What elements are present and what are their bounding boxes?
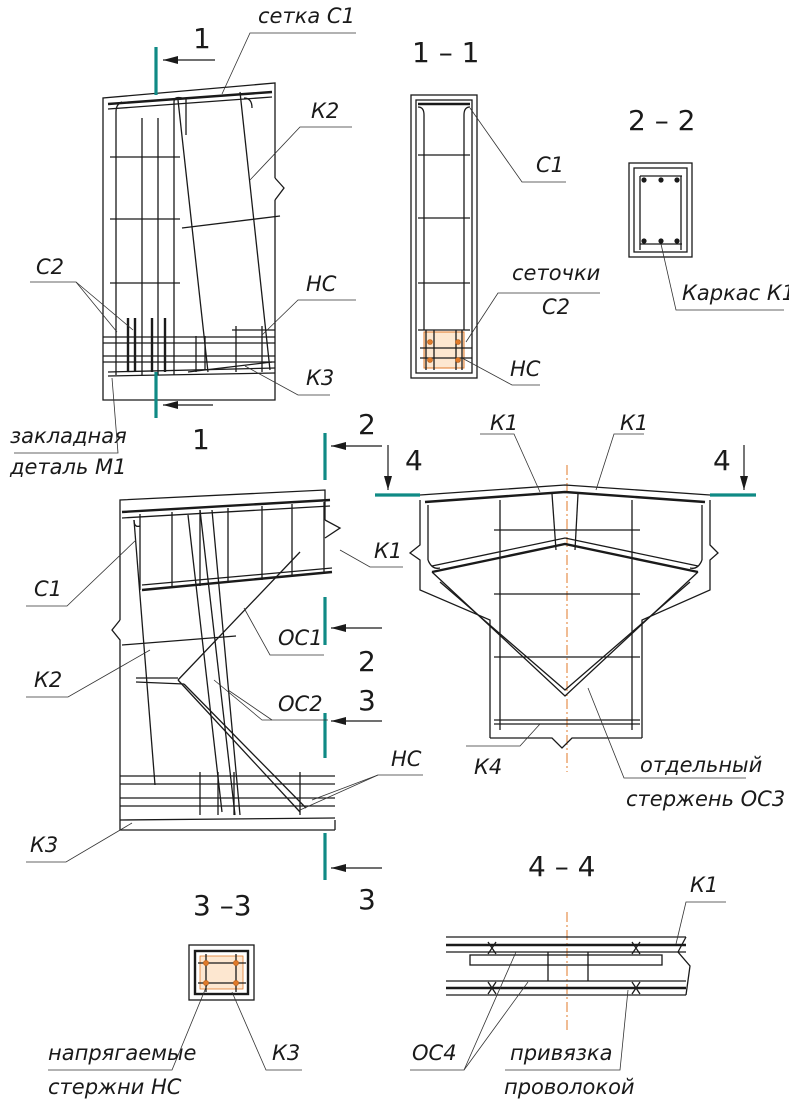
leaders-view-b — [26, 539, 423, 863]
section-title-2-2: 2 – 2 — [628, 104, 695, 137]
label-frame-k1: Каркас К1 — [682, 281, 789, 305]
label-oc1: ОС1 — [278, 626, 323, 650]
label-oc4: ОС4 — [412, 1041, 457, 1065]
cut-3-bottom: 3 — [323, 833, 382, 916]
label-k3-s33: К3 — [272, 1041, 300, 1065]
section-3-3-drawing — [188, 944, 255, 1001]
view-elevation-middle — [111, 489, 342, 831]
label-nc-top: НС — [306, 272, 337, 296]
label-c1-s11: С1 — [536, 153, 564, 177]
section-title-3-3: 3 –3 — [193, 889, 252, 922]
label-tie-line2: проволокой — [504, 1075, 635, 1099]
label-embedded-line1: закладная — [10, 424, 127, 448]
cut-3-top: 3 — [323, 684, 382, 758]
label-separate-line1: отдельный — [640, 753, 762, 777]
label-oc2: ОС2 — [278, 692, 323, 716]
label-k4: К4 — [474, 755, 502, 779]
label-k1-c-left: К1 — [490, 411, 518, 435]
cut-3-label-top: 3 — [358, 684, 376, 717]
label-tie-line1: привязка — [510, 1041, 612, 1065]
section-title-1-1: 1 – 1 — [412, 36, 479, 69]
section-4-4-drawing — [446, 912, 691, 1030]
label-k3-top: К3 — [306, 366, 334, 390]
cut-1-label-top: 1 — [193, 22, 211, 55]
label-stressed-line2: стержни НС — [48, 1075, 182, 1099]
label-k2-top: К2 — [311, 99, 339, 123]
section-title-4-4: 4 – 4 — [528, 850, 595, 883]
label-mesh-c1: сетка С1 — [258, 4, 355, 28]
label-c1-b: С1 — [34, 577, 62, 601]
cut-1-label-bottom: 1 — [192, 423, 210, 456]
cut-2-label-bottom: 2 — [358, 645, 376, 678]
label-c2-left: С2 — [36, 255, 64, 279]
section-1-1-drawing — [410, 94, 478, 379]
leaders-view-c — [466, 433, 746, 779]
view-elevation-top — [102, 82, 285, 401]
cut-4-label-right: 4 — [713, 444, 731, 477]
view-elevation-right — [408, 465, 719, 772]
leader-frame-k1 — [660, 243, 784, 311]
label-nc-b: НС — [391, 747, 422, 771]
cut-2-top: 2 — [323, 408, 382, 480]
cut-4: 4 4 — [375, 444, 756, 497]
cut-4-label-left: 4 — [405, 444, 423, 477]
label-separate-line2: стержень ОС3 — [626, 787, 785, 811]
label-stressed-line1: напрягаемые — [48, 1041, 196, 1065]
label-k1-b: К1 — [374, 539, 402, 563]
cut-2-bottom: 2 — [323, 597, 382, 678]
section-2-2-drawing — [628, 162, 693, 258]
label-meshes: сеточки — [512, 261, 600, 285]
leaders-view-a — [14, 32, 356, 454]
cut-2-label-top: 2 — [358, 408, 376, 441]
cut-1-bottom: 1 — [154, 372, 213, 456]
label-c2-s11: С2 — [542, 295, 570, 319]
leaders-section-4-4 — [410, 901, 726, 1071]
leaders-section-3-3 — [48, 984, 302, 1071]
label-embedded-line2: деталь М1 — [9, 455, 127, 479]
label-nc-s11: НС — [510, 357, 541, 381]
label-k1-c-right: К1 — [620, 411, 648, 435]
leaders-section-1-1 — [461, 107, 600, 386]
cut-3-label-bottom: 3 — [358, 883, 376, 916]
cut-1-top: 1 — [154, 22, 215, 95]
label-k1-s44: К1 — [690, 873, 718, 897]
label-k2-b: К2 — [34, 668, 62, 692]
label-k3-b: К3 — [30, 833, 58, 857]
